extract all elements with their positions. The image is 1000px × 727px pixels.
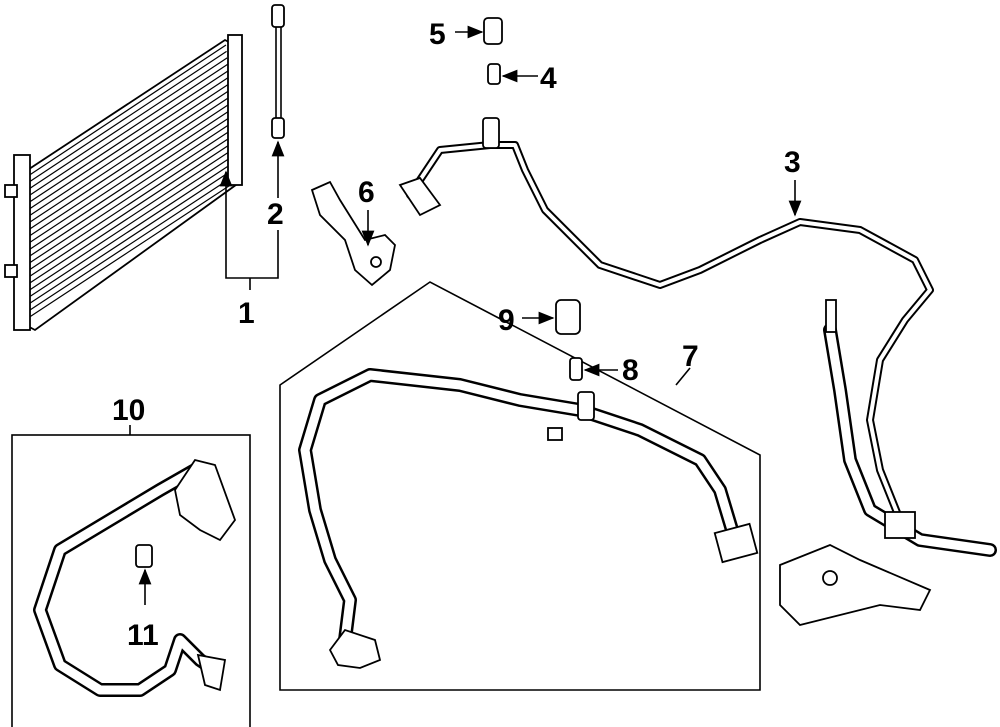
callout-2: 2	[267, 198, 284, 231]
bracket-6	[310, 180, 396, 287]
callout-6: 6	[358, 176, 375, 209]
condenser-fin	[23, 121, 234, 261]
hose-3	[398, 117, 997, 626]
callout-7: 7	[682, 340, 699, 373]
condenser-fin	[22, 63, 229, 201]
callout-11: 11	[127, 619, 159, 652]
condenser-fin	[23, 147, 236, 288]
condenser-fin	[24, 179, 239, 321]
condenser-fin	[21, 57, 228, 194]
callout-3: 3	[784, 146, 801, 179]
callout-4: 4	[540, 62, 557, 95]
condenser-fin	[21, 44, 227, 181]
condenser-fin	[22, 83, 230, 221]
callout-5: 5	[429, 18, 446, 51]
condenser-fin	[23, 134, 235, 274]
condenser-fin	[22, 95, 231, 234]
valve-core-8	[569, 357, 618, 381]
condenser-fin	[24, 153, 237, 294]
receiver-drier	[271, 4, 285, 139]
callout-8: 8	[622, 354, 639, 387]
callout-10: 10	[112, 394, 145, 427]
condenser-fin	[22, 89, 231, 228]
valve-core-4	[487, 63, 538, 85]
condenser-fin	[23, 115, 233, 254]
hose-10-group	[11, 425, 251, 727]
condenser-fin	[24, 160, 237, 301]
condenser-fin	[23, 128, 234, 268]
hose-7-group	[279, 281, 761, 691]
cap-5	[455, 17, 503, 45]
condenser-fin	[22, 70, 229, 208]
cap-9	[522, 299, 581, 335]
condenser-fin	[22, 102, 232, 241]
condenser	[4, 34, 243, 332]
condenser-fin	[24, 173, 238, 314]
condenser-fin	[23, 140, 235, 281]
condenser-fin	[24, 166, 238, 308]
callout-9: 9	[498, 304, 515, 337]
leader-lines-1-2	[219, 140, 285, 290]
condenser-fin	[22, 76, 230, 214]
condenser-fin	[23, 108, 233, 248]
condenser-fin	[21, 50, 227, 188]
callout-1: 1	[238, 297, 255, 330]
